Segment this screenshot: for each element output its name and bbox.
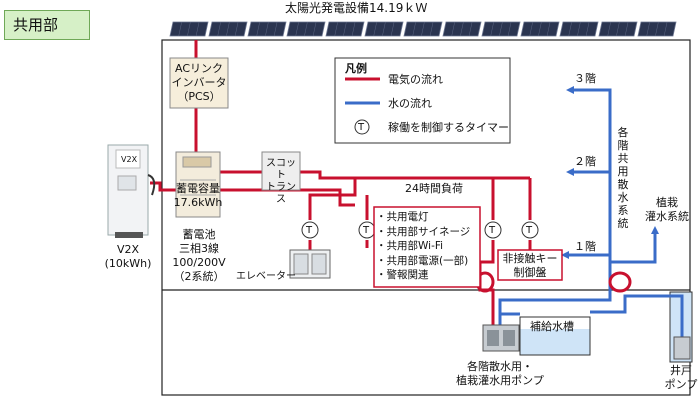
legend-water-label: 水の流れ: [388, 97, 432, 110]
legend-timer-symbol: [354, 119, 370, 135]
arrow-irrigation: [651, 226, 659, 234]
arrow-3f: [566, 86, 574, 94]
timer-elevator-glyph: T: [306, 225, 313, 236]
solar-title: 太陽光発電設備14.19ｋＷ: [285, 1, 428, 15]
timer-elevator: [301, 221, 319, 239]
floor-1-label: １階: [574, 240, 596, 253]
load-title: 24時間負荷: [405, 182, 463, 195]
electric-flow-lines: [150, 40, 532, 325]
load-box: [373, 206, 481, 288]
arrow-1f: [561, 251, 569, 259]
section-badge: 共用部: [4, 10, 90, 40]
scott-label: スコットトランス: [266, 158, 296, 205]
timer-load-glyph: T: [363, 225, 370, 236]
timer-pump: [484, 221, 502, 239]
timer-controller: [521, 221, 539, 239]
elevator-label: エレベーター: [236, 271, 296, 282]
legend-title: 凡例: [345, 62, 367, 75]
timer-pump-glyph: T: [489, 225, 496, 236]
crossing-loop: [608, 271, 632, 293]
load-list: ・共用電灯 ・共用部サイネージ ・共用部Wi-Fi ・共用部電源(一部) ・警報…: [376, 210, 480, 283]
well-pump: [673, 336, 691, 360]
v2x-label: V2X(10kWh): [104, 243, 152, 270]
timer-controller-glyph: T: [526, 225, 533, 236]
floor-3-label: ３階: [574, 72, 596, 85]
battery-description: 蓄電池三相3線 100/200V（2系統）: [172, 228, 226, 283]
controller-box: [497, 249, 563, 281]
irrigation-label: 植栽灌水系統: [645, 196, 689, 223]
solar-panel-array: [169, 21, 677, 37]
sprinkler-pump: [482, 324, 520, 352]
load-item: ・共用部電源(一部): [376, 254, 469, 267]
load-item: ・共用部Wi-Fi: [376, 240, 444, 252]
legend-electric-label: 電気の流れ: [388, 73, 443, 86]
load-item: ・警報関連: [376, 269, 429, 281]
arrow-2f: [566, 168, 574, 176]
tank-label: 補給水槽: [530, 320, 574, 333]
pcs-label: ACリンクインバータ（PCS）: [171, 62, 227, 103]
legend-timer-label: 稼働を制御するタイマー: [388, 121, 509, 134]
v2x-brand: V2X: [121, 155, 138, 164]
building-outline: [161, 39, 691, 396]
elevator-panel: [289, 249, 331, 279]
floor-2-label: ２階: [574, 155, 596, 168]
controller-label: 非接触キー制御盤: [502, 252, 558, 279]
v2x-device: [107, 144, 156, 238]
scott-transformer: [261, 151, 301, 191]
sprinkler-system-label: 各階 共用 散水 系統: [617, 126, 629, 230]
load-item: ・共用電灯: [376, 211, 429, 223]
well-pump-label: 井戸ポンプ: [664, 364, 698, 391]
legend-timer-glyph: T: [358, 122, 365, 133]
pump-label: 各階散水用・植栽灌水用ポンプ: [456, 360, 544, 387]
pcs-unit: [169, 57, 229, 109]
timer-symbols: [301, 221, 539, 239]
load-item: ・共用部サイネージ: [376, 225, 471, 238]
